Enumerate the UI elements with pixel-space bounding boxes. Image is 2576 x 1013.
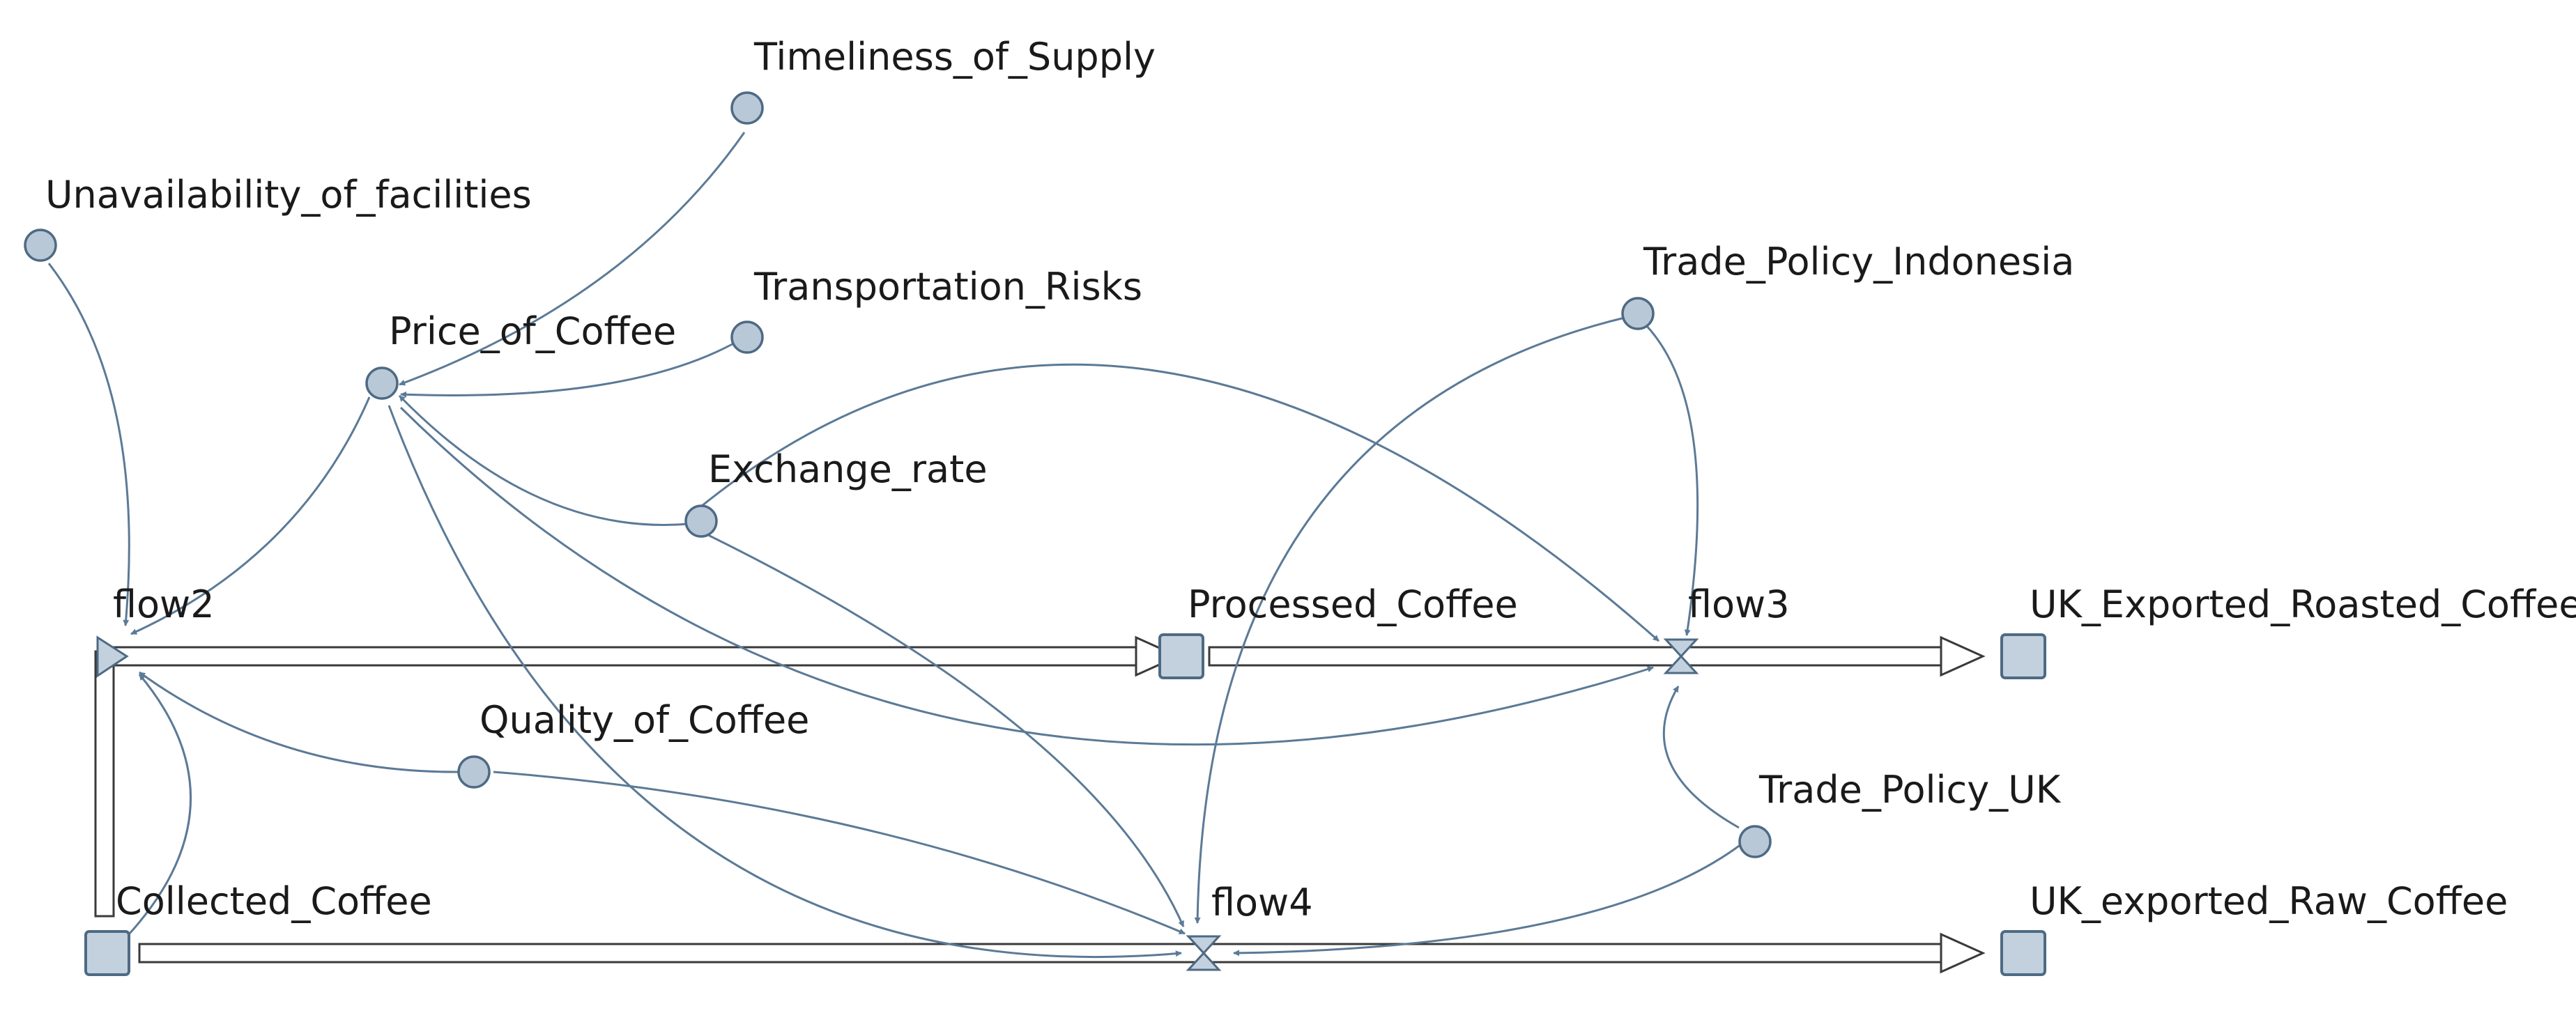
link-price-to-flow4 (388, 405, 1182, 959)
label-flow3: flow3 (1688, 582, 1790, 626)
aux-transportation-risks[interactable] (730, 320, 764, 354)
stock-processed-coffee[interactable] (1158, 633, 1204, 679)
link-tp-uk-to-flow3 (1662, 686, 1740, 829)
label-quality-of-coffee: Quality_of_Coffee (480, 698, 809, 742)
pipe-flow2-vertical (94, 650, 115, 918)
aux-quality-of-coffee[interactable] (457, 755, 491, 789)
link-price-to-flow3 (399, 406, 1654, 746)
label-flow4: flow4 (1211, 881, 1313, 925)
link-tp-indonesia-to-flow3 (1643, 323, 1699, 636)
stock-uk-exported-roasted-coffee[interactable] (2000, 633, 2046, 679)
stock-collected-coffee[interactable] (84, 930, 130, 976)
link-tp-indonesia-to-flow4 (1194, 316, 1628, 924)
label-transportation-risks: Transportation_Risks (753, 265, 1142, 309)
aux-trade-policy-uk[interactable] (1738, 825, 1772, 858)
link-timeliness-to-price (399, 132, 746, 386)
link-quality-to-flow4 (493, 771, 1186, 935)
aux-timeliness-of-supply[interactable] (730, 91, 764, 125)
label-trade-policy-uk: Trade_Policy_UK (1758, 768, 2062, 812)
link-collected-to-flow2 (118, 674, 192, 945)
label-exchange-rate: Exchange_rate (708, 447, 988, 491)
link-transport-to-price (400, 340, 738, 398)
aux-unavailability-of-facilities[interactable] (24, 229, 57, 262)
link-price-to-flow2 (130, 396, 371, 635)
label-price-of-coffee: Price_of_Coffee (389, 309, 676, 353)
label-collected-coffee: Collected_Coffee (116, 879, 432, 923)
valve-flow3[interactable] (1663, 638, 1699, 674)
label-trade-policy-indonesia: Trade_Policy_Indonesia (1643, 240, 2074, 284)
pipe-flow4[interactable] (138, 932, 1986, 974)
aux-trade-policy-indonesia[interactable] (1621, 297, 1655, 330)
aux-exchange-rate[interactable] (684, 504, 718, 538)
link-quality-to-flow2 (139, 671, 462, 773)
label-uk-exported-roasted-coffee: UK_Exported_Roasted_Coffee (2030, 582, 2576, 626)
pipe-flow2[interactable] (112, 635, 1181, 677)
link-unavailability-to-flow2 (47, 263, 130, 626)
valve-flow2[interactable] (96, 635, 129, 678)
pipe-flow3[interactable] (1208, 635, 1986, 677)
label-processed-coffee: Processed_Coffee (1188, 582, 1518, 626)
label-uk-exported-raw-coffee: UK_exported_Raw_Coffee (2030, 879, 2508, 923)
aux-price-of-coffee[interactable] (365, 366, 399, 400)
label-flow2: flow2 (113, 582, 215, 626)
link-exchange-to-flow3 (689, 363, 1659, 642)
label-unavailability-of-facilities: Unavailability_of_facilities (45, 173, 532, 217)
stock-uk-exported-raw-coffee[interactable] (2000, 930, 2046, 976)
label-timeliness-of-supply: Timeliness_of_Supply (753, 35, 1156, 79)
valve-flow4[interactable] (1186, 935, 1222, 971)
link-exchange-to-price (398, 394, 689, 526)
link-exchange-to-flow4 (703, 532, 1185, 927)
link-tp-uk-to-flow4 (1233, 843, 1742, 957)
